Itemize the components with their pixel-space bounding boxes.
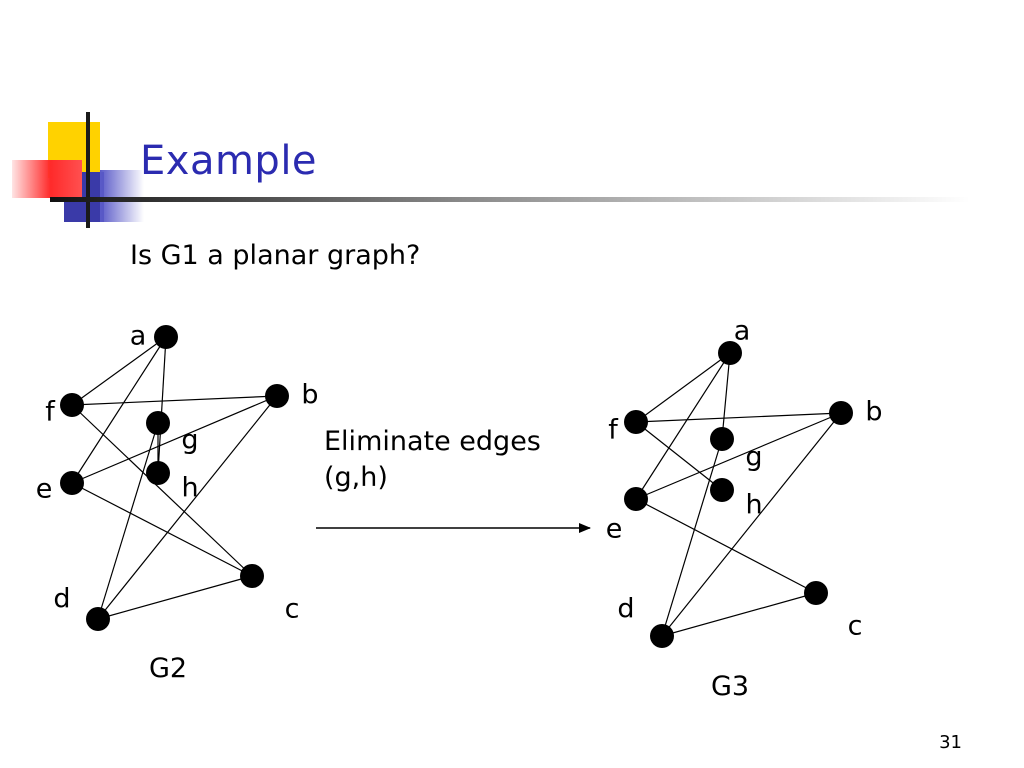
title-underline-rule <box>50 197 970 202</box>
edge-d-c <box>661 592 817 637</box>
transform-note: Eliminate edges (g,h) <box>324 424 541 496</box>
edge-g-d <box>661 438 723 637</box>
transform-note-line-1: Eliminate edges <box>324 426 541 457</box>
slide-title: Example <box>140 138 318 184</box>
vertex-label-c: c <box>848 611 863 642</box>
vertex-label-a: a <box>130 321 147 352</box>
vertex-label-d: d <box>53 584 70 615</box>
vertex-label-d: d <box>617 594 634 625</box>
edge-a-e <box>635 352 731 500</box>
edge-b-d <box>661 412 842 637</box>
vertex-label-g: g <box>181 425 198 456</box>
vertex-g <box>710 427 734 451</box>
edge-e-c <box>71 482 253 577</box>
vertex-label-f: f <box>608 415 619 446</box>
vertex-label-b: b <box>301 380 318 411</box>
vertex-c <box>240 564 264 588</box>
edge-f-h <box>635 421 723 491</box>
graph-caption: G3 <box>711 671 749 702</box>
vertex-label-b: b <box>865 397 882 428</box>
vertex-a <box>154 325 178 349</box>
vertex-c <box>804 581 828 605</box>
vertex-label-h: h <box>181 473 198 504</box>
vertex-a <box>718 341 742 365</box>
edge-e-c <box>635 498 817 594</box>
edge-g-d <box>97 422 159 620</box>
edge-f-c <box>71 404 253 577</box>
vertex-f <box>60 393 84 417</box>
edge-f-b <box>71 395 278 406</box>
vertex-e <box>60 471 84 495</box>
vertex-e <box>624 487 648 511</box>
vertex-h <box>146 461 170 485</box>
edge-a-f <box>635 352 731 423</box>
vertex-b <box>829 401 853 425</box>
vertex-label-f: f <box>45 397 56 428</box>
edge-f-b <box>635 412 842 423</box>
vertex-g <box>146 411 170 435</box>
vertex-d <box>86 607 110 631</box>
vertex-f <box>624 410 648 434</box>
edge-a-f <box>71 336 167 406</box>
title-decoration-vertical-rule <box>86 112 90 228</box>
page-number: 31 <box>939 732 962 753</box>
vertex-label-a: a <box>734 316 751 347</box>
edge-d-c <box>97 575 253 620</box>
vertex-h <box>710 478 734 502</box>
edge-a-g <box>721 352 731 440</box>
vertex-b <box>265 384 289 408</box>
vertex-label-g: g <box>745 442 762 473</box>
vertex-label-c: c <box>285 594 300 625</box>
vertex-d <box>650 624 674 648</box>
edge-a-e <box>71 336 167 484</box>
transform-note-line-2: (g,h) <box>324 462 388 493</box>
vertex-label-h: h <box>745 490 762 521</box>
graph-caption: G2 <box>149 653 187 684</box>
title-decoration-blue-fade <box>100 170 144 222</box>
edge-a-h <box>157 336 167 474</box>
edge-b-d <box>97 395 278 620</box>
vertex-label-e: e <box>606 514 623 545</box>
question-text: Is G1 a planar graph? <box>130 240 421 271</box>
edge-e-b <box>635 412 842 500</box>
edge-e-b <box>71 395 278 484</box>
title-decoration-red <box>12 160 82 198</box>
vertex-label-e: e <box>36 474 53 505</box>
